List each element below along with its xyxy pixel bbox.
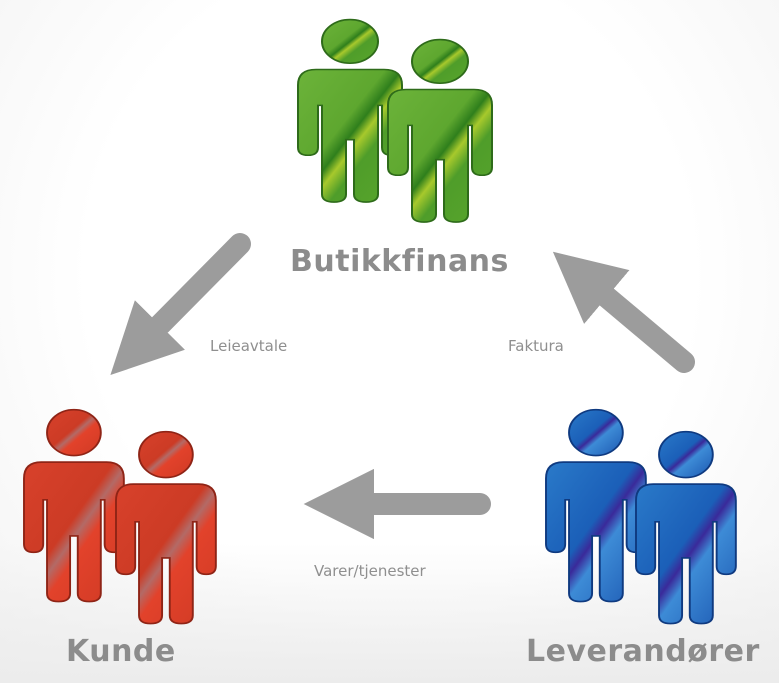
goods-label: Varer/tjenester [314,562,426,580]
invoice-arrow [552,251,695,373]
finance-label: Butikkfinans [290,244,509,279]
customer-label: Kunde [66,634,176,669]
finance-people-icon [297,18,493,224]
customer-people-icon [23,408,217,625]
invoice-label: Faktura [508,337,564,355]
supplier-label: Leverandører [526,634,760,669]
lease-label: Leieavtale [210,337,288,355]
supplier-people-icon [545,408,737,625]
lease-arrow [110,233,251,376]
